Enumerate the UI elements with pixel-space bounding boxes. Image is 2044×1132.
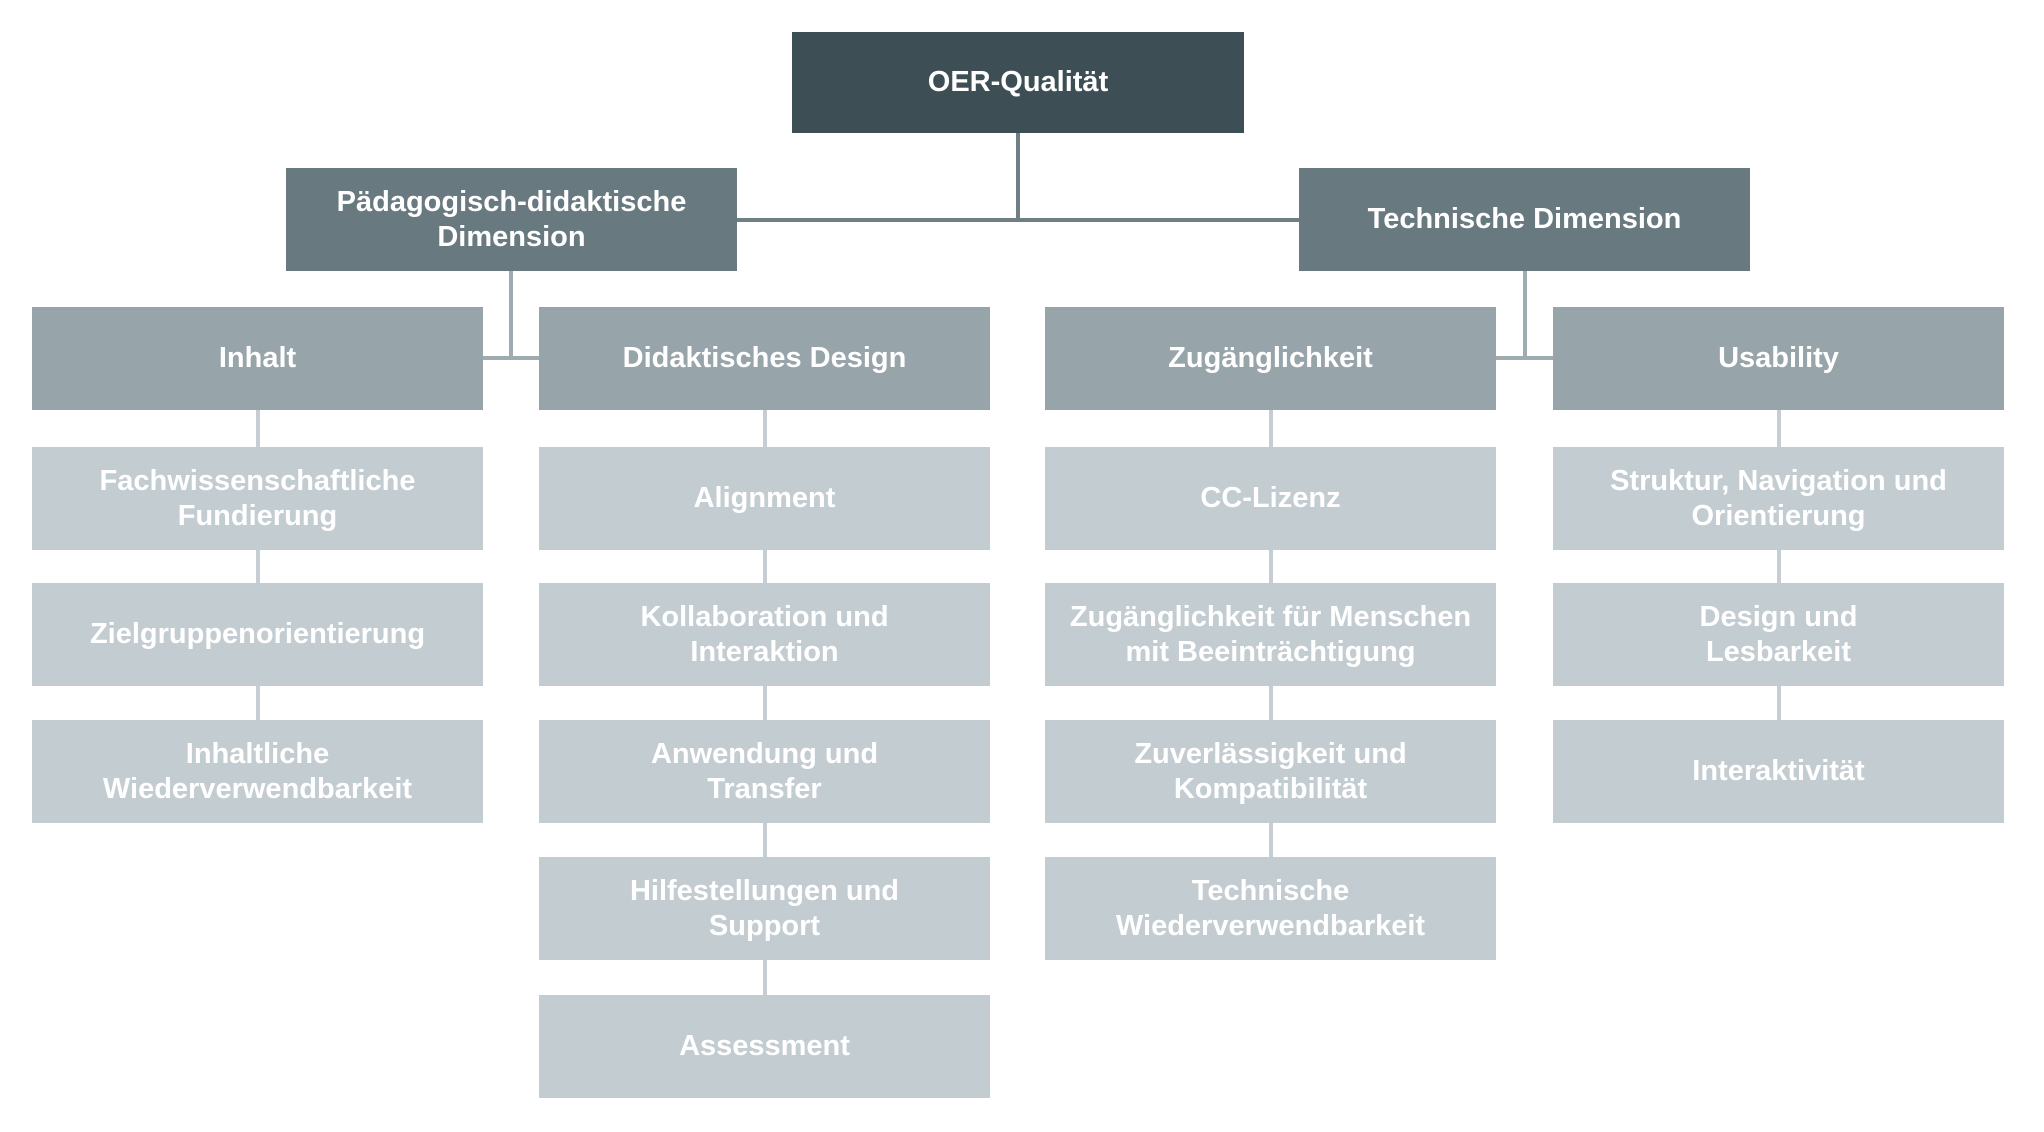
connector-inhalt-item-1 (256, 410, 260, 447)
node-label: Hilfestellungen und Support (629, 874, 900, 942)
connector-zugaenglichkeit-usability-horizontal (1496, 356, 1553, 360)
connector-usability-item-3 (1777, 686, 1781, 720)
node-assessment: Assessment (539, 995, 990, 1098)
node-technische-wiederverwendbarkeit: Technische Wiederverwendbarkeit (1045, 857, 1496, 960)
node-label: Design und Lesbarkeit (1699, 600, 1858, 668)
node-label: Zugänglichkeit (1168, 342, 1373, 374)
connector-inhalt-didaktik-horizontal (483, 356, 539, 360)
connector-didaktik-item-3 (763, 686, 767, 720)
node-label: Pädagogisch-didaktische Dimension (336, 185, 687, 253)
connector-inhalt-item-3 (256, 686, 260, 720)
node-label: Technische Dimension (1367, 203, 1682, 235)
node-label: OER-Qualität (927, 66, 1109, 98)
node-zugaenglichkeit: Zugänglichkeit (1045, 307, 1496, 410)
node-usability: Usability (1553, 307, 2004, 410)
connector-zugaenglichkeit-item-3 (1269, 686, 1273, 720)
connector-inhalt-item-2 (256, 550, 260, 583)
node-label: Technische Wiederverwendbarkeit (1115, 874, 1426, 942)
connector-usability-item-2 (1777, 550, 1781, 583)
node-label: Kollaboration und Interaktion (640, 600, 889, 668)
node-anwendung-und-transfer: Anwendung und Transfer (539, 720, 990, 823)
node-label: Zugänglichkeit für Menschen mit Beeinträ… (1069, 600, 1472, 668)
node-zuverlaessigkeit-und-kompatibilitaet: Zuverlässigkeit und Kompatibilität (1045, 720, 1496, 823)
connector-didaktik-item-1 (763, 410, 767, 447)
connector-zugaenglichkeit-item-1 (1269, 410, 1273, 447)
connector-didaktik-item-2 (763, 550, 767, 583)
node-paedagogisch-didaktische-dimension: Pädagogisch-didaktische Dimension (286, 168, 737, 271)
connector-didaktik-item-4 (763, 823, 767, 857)
node-label: Zuverlässigkeit und Kompatibilität (1134, 737, 1407, 805)
node-label: Assessment (679, 1030, 850, 1062)
node-interaktivitaet: Interaktivität (1553, 720, 2004, 823)
node-didaktisches-design: Didaktisches Design (539, 307, 990, 410)
node-oer-qualitaet: OER-Qualität (792, 32, 1244, 133)
node-label: Inhaltliche Wiederverwendbarkeit (102, 737, 413, 805)
node-inhalt: Inhalt (32, 307, 483, 410)
node-struktur-navigation-und-orientierung: Struktur, Navigation und Orientierung (1553, 447, 2004, 550)
node-design-und-lesbarkeit: Design und Lesbarkeit (1553, 583, 2004, 686)
node-label: Struktur, Navigation und Orientierung (1610, 464, 1947, 532)
node-label: CC-Lizenz (1200, 482, 1341, 514)
node-label: Fachwissenschaftliche Fundierung (99, 464, 416, 532)
node-technische-dimension: Technische Dimension (1299, 168, 1750, 271)
node-label: Usability (1718, 342, 1839, 374)
connector-root-drop (1016, 133, 1020, 222)
node-inhaltliche-wiederverwendbarkeit: Inhaltliche Wiederverwendbarkeit (32, 720, 483, 823)
node-zielgruppenorientierung: Zielgruppenorientierung (32, 583, 483, 686)
node-kollaboration-und-interaktion: Kollaboration und Interaktion (539, 583, 990, 686)
node-hilfestellungen-und-support: Hilfestellungen und Support (539, 857, 990, 960)
node-label: Anwendung und Transfer (650, 737, 879, 805)
node-label: Zielgruppenorientierung (89, 618, 426, 650)
node-zugaenglichkeit-fuer-menschen-mit-beeintraechtigung: Zugänglichkeit für Menschen mit Beeinträ… (1045, 583, 1496, 686)
node-cc-lizenz: CC-Lizenz (1045, 447, 1496, 550)
node-fachwissenschaftliche-fundierung: Fachwissenschaftliche Fundierung (32, 447, 483, 550)
node-label: Didaktisches Design (622, 342, 907, 374)
connector-dimensions-horizontal (737, 218, 1299, 222)
connector-paedagogisch-drop (509, 271, 513, 360)
node-label: Inhalt (218, 342, 297, 374)
connector-technisch-drop (1523, 271, 1527, 360)
connector-zugaenglichkeit-item-2 (1269, 550, 1273, 583)
connector-usability-item-1 (1777, 410, 1781, 447)
node-label: Interaktivität (1692, 755, 1865, 787)
node-alignment: Alignment (539, 447, 990, 550)
connector-zugaenglichkeit-item-4 (1269, 823, 1273, 857)
connector-didaktik-item-5 (763, 960, 767, 995)
node-label: Alignment (693, 482, 836, 514)
